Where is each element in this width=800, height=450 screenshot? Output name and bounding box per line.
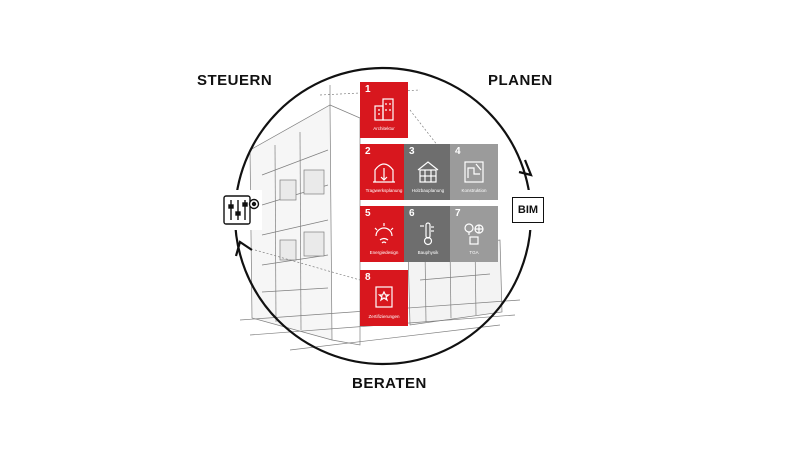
piece-number: 3 <box>409 146 415 157</box>
cycle-arrows <box>234 159 533 257</box>
thermometer-icon <box>420 222 434 246</box>
puzzle-piece-holzbauplanung: 3 Holzbauplanung <box>404 144 452 200</box>
sun-energy-icon <box>374 223 394 244</box>
certificate-icon <box>375 286 393 308</box>
puzzle-piece-architektur: 1 Architektur <box>360 82 408 138</box>
cycle-label-beraten: BERATEN <box>352 375 427 392</box>
piece-label: Zertifizierungen <box>368 314 400 319</box>
cycle-label-steuern: STEUERN <box>197 72 273 89</box>
puzzle-piece-bauphysik: 6 Bauphysik <box>404 206 452 262</box>
controls-sliders-icon <box>223 195 260 225</box>
cycle-label-planen: PLANEN <box>488 72 553 89</box>
piece-number: 6 <box>409 208 415 219</box>
bim-box: BIM <box>512 197 544 223</box>
puzzle-piece-konstruktion: 4 Konstruktion <box>450 144 498 200</box>
puzzle-piece-energiedesign: 5 Energiedesign <box>360 206 408 262</box>
piece-label: Tragwerksplanung <box>365 188 403 193</box>
piece-label: Konstruktion <box>461 188 487 193</box>
piece-label: Architektur <box>373 126 395 131</box>
piece-number: 4 <box>455 146 461 157</box>
piece-number: 5 <box>365 208 371 219</box>
piece-label: TGA <box>469 250 479 255</box>
piece-number: 2 <box>365 146 371 157</box>
puzzle-piece-tragwerksplanung: 2 Tragwerksplanung <box>360 144 408 200</box>
timber-frame-icon <box>417 161 439 183</box>
building-icon <box>374 98 394 121</box>
piece-label: Holzbauplanung <box>411 188 445 193</box>
arch-structure-icon <box>373 163 395 183</box>
construction-drawing-icon <box>464 161 484 183</box>
piece-number: 1 <box>365 84 371 95</box>
building-services-icon <box>464 223 484 245</box>
puzzle-piece-tga: 7 TGA <box>450 206 498 262</box>
piece-number: 7 <box>455 208 461 219</box>
piece-label: Energiedesign <box>369 250 399 255</box>
puzzle-piece-zertifizierungen: 8 Zertifizierungen <box>360 270 408 326</box>
piece-number: 8 <box>365 272 371 283</box>
piece-label: Bauphysik <box>417 250 439 255</box>
